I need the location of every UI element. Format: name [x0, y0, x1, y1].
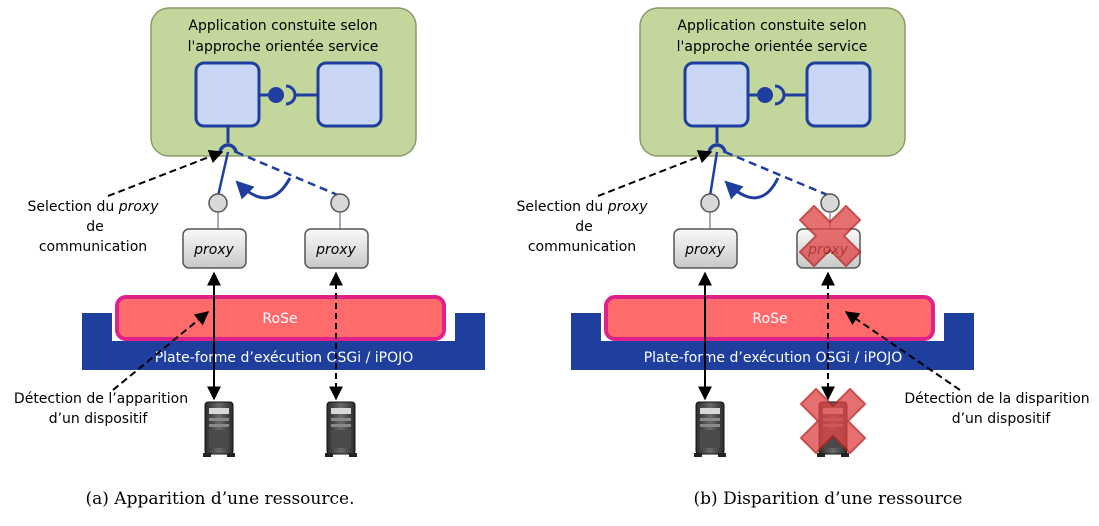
proxy-interface-right-icon: [820, 193, 840, 213]
selection-annotation-line2: de: [575, 219, 593, 235]
service-component-left: [194, 61, 261, 128]
selection-annotation-line1: Selection du proxy: [28, 199, 160, 215]
server-device-icon: [325, 401, 357, 457]
proxy-box-right: [304, 228, 369, 269]
provided-interface-icon: [268, 87, 284, 103]
service-component-left: [683, 61, 750, 128]
proxy-label-left: proxy: [684, 242, 725, 258]
proxy-label-right: proxy: [315, 242, 356, 258]
platform-label: Plate-forme d’exécution OSGi / iPOJO: [155, 350, 414, 366]
application-title-line1: Application constuite selon: [188, 18, 377, 34]
proxy-interface-left-icon: [208, 193, 228, 213]
selection-annotation-line3: communication: [528, 239, 636, 255]
platform-label: Plate-forme d’exécution OSGi / iPOJO: [644, 350, 903, 366]
rose-box: [604, 295, 935, 341]
switch-arrow: [235, 177, 292, 200]
detection-annotation-line1: Détection de la disparition: [904, 391, 1089, 407]
panel-b: Application constuite selon l'approche o…: [517, 7, 1090, 509]
detection-pointer: [844, 311, 961, 391]
detection-annotation-line2: d’un dispositif: [49, 411, 149, 427]
application-title-line2: l'approche orientée service: [677, 39, 868, 55]
proxy-interface-right-icon: [330, 193, 350, 213]
server-device-icon: [203, 401, 235, 457]
cross-icon: [800, 388, 866, 454]
panel-a: Application constuite selon l'approche o…: [14, 7, 485, 509]
platform-bar: [571, 313, 974, 370]
caption-a: (a) Apparition d’une ressource.: [86, 489, 355, 509]
application-title-line1: Application constuite selon: [677, 18, 866, 34]
selection-annotation-line1: Selection du proxy: [517, 199, 649, 215]
selection-annotation-line3: communication: [39, 239, 147, 255]
selection-annotation-line2: de: [86, 219, 104, 235]
proxy-box-left: [182, 228, 247, 269]
rose-box: [115, 295, 446, 341]
cross-icon: [799, 205, 861, 267]
caption-b: (b) Disparition d’une ressource: [694, 489, 963, 509]
platform-bar: [82, 313, 485, 370]
rose-label: RoSe: [752, 311, 787, 327]
application-title-line2: l'approche orientée service: [188, 39, 379, 55]
proxy-interface-left-icon: [700, 193, 720, 213]
service-component-right: [805, 61, 872, 128]
service-component-right: [316, 61, 383, 128]
rose-label: RoSe: [262, 311, 297, 327]
selection-pointer: [107, 150, 224, 197]
server-device-icon: [694, 401, 726, 457]
proxy-label-left: proxy: [193, 242, 234, 258]
proxy-box-left: [673, 228, 738, 269]
detection-annotation-line2: d’un dispositif: [952, 411, 1052, 427]
selection-pointer: [597, 150, 713, 197]
detection-annotation-line1: Détection de l’apparition: [14, 391, 188, 407]
detection-pointer: [112, 311, 210, 391]
provided-interface-icon: [757, 87, 773, 103]
switch-arrow: [724, 177, 780, 200]
